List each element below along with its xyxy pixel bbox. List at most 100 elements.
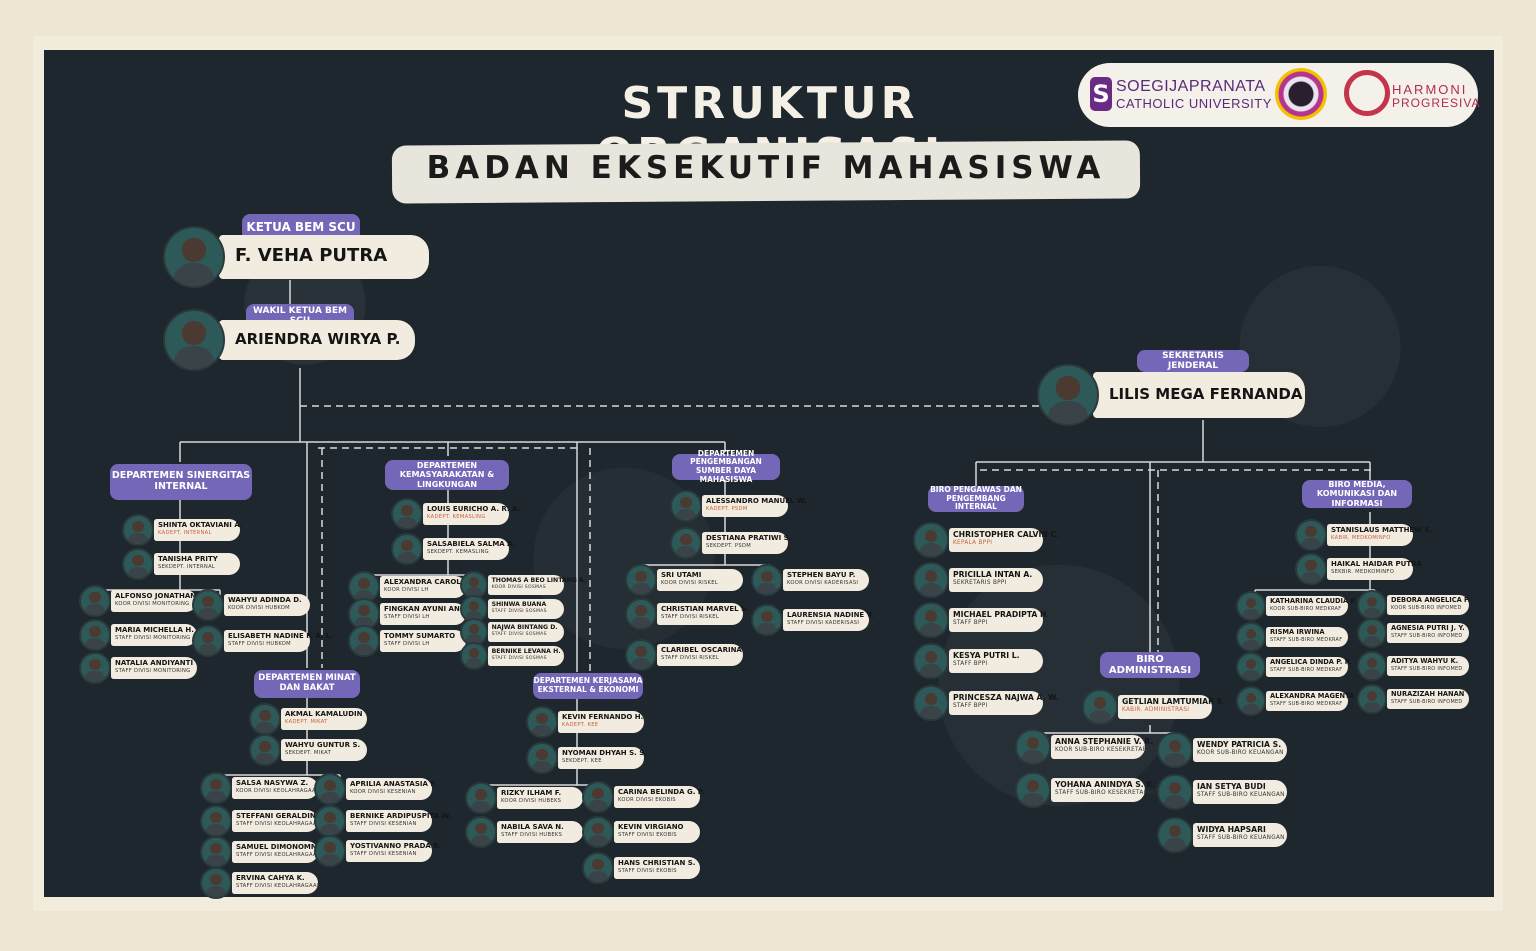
member-name: IAN SETYA BUDI bbox=[1197, 782, 1266, 791]
member-role: SEKDEPT. KEE bbox=[562, 758, 602, 764]
member-name: SHINWA BUANA bbox=[492, 601, 547, 608]
member-name: SALSA NASYWA Z. bbox=[236, 779, 308, 787]
member-name: ELISABETH NADINE P. A. L. bbox=[228, 632, 333, 640]
member-avatar bbox=[200, 772, 232, 804]
member-avatar bbox=[751, 564, 783, 596]
member-avatar bbox=[1157, 817, 1192, 852]
member-name: ERVINA CAHYA K. bbox=[236, 874, 305, 882]
member-role: STAFF DIVISI MONITORING bbox=[115, 635, 190, 641]
member-role: STAFF SUB-BIRO INFOMED bbox=[1391, 666, 1463, 672]
member-avatar bbox=[200, 867, 232, 899]
unit-label: DEPARTEMEN MINAT DAN BAKAT bbox=[254, 670, 360, 698]
member-avatar bbox=[526, 742, 558, 774]
member-name: STEFFANI GERALDINE bbox=[236, 812, 321, 820]
member-role: STAFF DIVISI RISKEL bbox=[661, 655, 719, 661]
member-role: KOOR DIVISI MONITORING bbox=[115, 601, 189, 607]
member-name: ANNA STEPHANIE V. R. bbox=[1055, 737, 1153, 746]
member-avatar bbox=[913, 685, 948, 720]
member-role: STAFF SUB-BIRO INFOMED bbox=[1391, 633, 1463, 639]
member-role: SEKBIR. MEDKOMINFO bbox=[1331, 569, 1394, 575]
member-name: WAHYU GUNTUR S. bbox=[285, 741, 360, 749]
member-avatar bbox=[913, 602, 948, 637]
member-role: STAFF DIVISI KADERISASI bbox=[787, 620, 859, 626]
unit-label: DEPARTEMEN KEMASYARAKATAN & LINGKUNGAN bbox=[385, 460, 509, 490]
member-name: KEVIN FERNANDO H. bbox=[562, 713, 643, 721]
member-name: SRI UTAMI bbox=[661, 571, 701, 579]
member-name: SHINTA OKTAVIANI A. bbox=[158, 521, 243, 529]
member-name: DESTIANA PRATIWI S. bbox=[706, 534, 791, 542]
member-name: WIDYA HAPSARI bbox=[1197, 825, 1266, 834]
member-role: STAFF DIVISI EKOBIS bbox=[618, 832, 677, 838]
member-role: KOOR DIVISI HUBEKS bbox=[501, 798, 561, 804]
member-name: PRINCESZA NAJWA A. W. bbox=[953, 693, 1059, 702]
member-role: SEKRETARIS BPPI bbox=[953, 580, 1007, 586]
member-name: CHRISTOPHER CALVIN C. bbox=[953, 530, 1059, 539]
member-name: ALFONSO JONATHAN T. bbox=[115, 592, 205, 600]
member-name: TANISHA PRITY bbox=[158, 555, 218, 563]
member-name: SALSABIELA SALMA A. bbox=[427, 540, 515, 548]
member-avatar bbox=[913, 522, 948, 557]
member-avatar bbox=[314, 773, 346, 805]
member-name: STANISLAUS MATTHEW S. bbox=[1331, 526, 1432, 534]
member-name: APRILIA ANASTASIA F. bbox=[350, 780, 437, 788]
member-name: BERNIKE LEVANA H. bbox=[492, 648, 561, 655]
member-avatar bbox=[200, 836, 232, 868]
member-role: KOOR DIVISI HUBKOM bbox=[228, 605, 290, 611]
member-name: STEPHEN BAYU P. bbox=[787, 571, 855, 579]
member-avatar bbox=[625, 564, 657, 596]
member-name: ADITYA WAHYU K. bbox=[1391, 657, 1458, 665]
member-role: STAFF SUB-BIRO KESEKRETARIATAN bbox=[1055, 790, 1166, 796]
member-role: STAFF DIVISI KEOLAHRAGAAN bbox=[236, 821, 321, 827]
member-avatar bbox=[1295, 553, 1327, 585]
member-role: STAFF DIVISI RISKEL bbox=[661, 614, 719, 620]
member-name: PRICILLA INTAN A. bbox=[953, 570, 1032, 579]
member-role: STAFF DIVISI KEOLAHRAGAAN bbox=[236, 852, 321, 858]
member-name: ALEXANDRA MAGENTA E. bbox=[1270, 692, 1364, 700]
member-avatar bbox=[465, 782, 497, 814]
member-role: STAFF SUB-BIRO MEDKRAF bbox=[1270, 701, 1342, 707]
member-name: LAURENSIA NADINE V. bbox=[787, 611, 874, 619]
member-avatar bbox=[1295, 519, 1327, 551]
member-role: STAFF SUB-BIRO INFOMED bbox=[1391, 699, 1463, 705]
member-role: KADEPT. INTERNAL bbox=[158, 530, 212, 536]
member-name: NATALIA ANDIYANTI bbox=[115, 659, 193, 667]
member-name: NURAZIZAH HANAN bbox=[1391, 690, 1464, 698]
member-avatar bbox=[460, 642, 488, 670]
member-avatar bbox=[625, 598, 657, 630]
harmoni-name-line2: PROGRESIVA bbox=[1392, 96, 1480, 110]
member-role: SEKDEPT. INTERNAL bbox=[158, 564, 215, 570]
member-avatar bbox=[1157, 732, 1192, 767]
member-role: STAFF BPPI bbox=[953, 620, 988, 626]
leader-name: F. VEHA PUTRA bbox=[235, 245, 387, 266]
member-avatar bbox=[751, 604, 783, 636]
member-avatar bbox=[200, 805, 232, 837]
member-role: STAFF BPPI bbox=[953, 703, 988, 709]
member-name: TOMMY SUMARTO bbox=[384, 632, 455, 640]
member-avatar bbox=[1015, 772, 1050, 807]
member-role: STAFF SUB-BIRO MEDKRAF bbox=[1270, 637, 1342, 643]
member-role: KOOR DIVISI LH bbox=[384, 587, 429, 593]
member-role: KOOR DIVISI KADERISASI bbox=[787, 580, 858, 586]
member-name: ALESSANDRO MANUEL W. bbox=[706, 497, 807, 505]
member-role: STAFF DIVISI KESENIAN bbox=[350, 851, 417, 857]
member-avatar bbox=[1015, 729, 1050, 764]
member-role: STAFF DIVISI SOSMAS bbox=[492, 656, 547, 661]
member-name: KATHARINA CLAUDIA P. S. bbox=[1270, 597, 1366, 605]
member-role: KABIR. MEDKOMINFO bbox=[1331, 535, 1391, 541]
leader-avatar bbox=[163, 309, 225, 371]
member-role: KOOR DIVISI SOSMAS bbox=[492, 585, 546, 590]
member-role: STAFF DIVISI MONITORING bbox=[115, 668, 190, 674]
member-name: NABILA SAVA N. bbox=[501, 823, 564, 831]
member-name: KESYA PUTRI L. bbox=[953, 651, 1020, 660]
member-avatar bbox=[582, 852, 614, 884]
unit-label: SEKRETARIS JENDERAL bbox=[1137, 350, 1249, 372]
member-role: KADEPT. MIKAT bbox=[285, 719, 328, 725]
leader-name: ARIENDRA WIRYA P. bbox=[235, 330, 400, 348]
member-name: YOHANA ANINDYA S. K. bbox=[1055, 780, 1155, 789]
member-avatar bbox=[122, 548, 154, 580]
member-name: NAJWA BINTANG D. bbox=[492, 624, 558, 631]
member-role: STAFF DIVISI LH bbox=[384, 614, 430, 620]
member-avatar bbox=[526, 706, 558, 738]
member-role: STAFF DIVISI LH bbox=[384, 641, 430, 647]
member-role: KEPALA BPPI bbox=[953, 540, 992, 546]
